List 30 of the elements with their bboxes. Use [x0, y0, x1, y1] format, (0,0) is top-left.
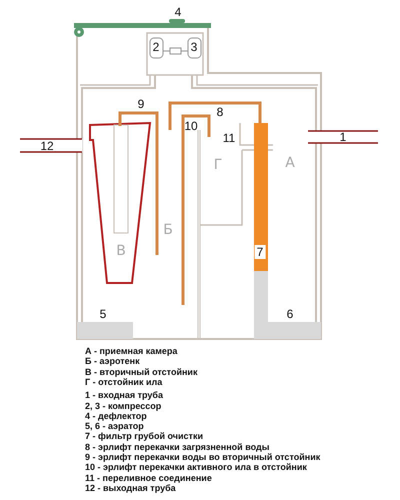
callout-number: 1 [340, 131, 346, 143]
legend-text: 1 - входная труба [85, 391, 163, 400]
legend-text: 10 - эрлифт перекачки активного ила в отстойник [85, 463, 307, 472]
callout-number: 12 [40, 140, 54, 152]
callout-number: 6 [286, 308, 294, 320]
callout-number: 2 [152, 41, 160, 53]
zone-letter: Б [163, 223, 173, 237]
legend-text: Г - отстойник ила [85, 378, 162, 387]
zone-letter: В [116, 244, 126, 258]
legend-text: В - вторичный отстойник [85, 368, 198, 377]
legend-text: 7 - фильтр грубой очистки [85, 432, 203, 442]
legend-text: 2, 3 - компрессор [85, 402, 162, 410]
callout-number: 10 [184, 120, 198, 132]
callout-number: 4 [174, 6, 182, 18]
legend-text: 11 - переливное соединение [85, 474, 212, 483]
legend-text: А - приемная камера [85, 347, 178, 356]
callout-number: 8 [216, 106, 224, 118]
legend-text: 12 - выходная труба [85, 484, 176, 493]
callout-number: 3 [190, 41, 198, 53]
legend-text: 5, 6 - аэратор [85, 422, 144, 432]
callout-number: 7 [254, 245, 266, 259]
callout-number: 5 [100, 308, 106, 320]
legend-text: Б - аэротенк [85, 357, 140, 366]
callout-number: 11 [222, 132, 236, 144]
zone-letter: А [285, 156, 295, 170]
callout-number: 9 [138, 98, 144, 110]
legend-text: 4 - дефлектор [85, 412, 147, 421]
legend-text: 9 - эрлифт перекачки воды во вторичный отстойник [85, 453, 320, 462]
legend-text: 8 - эрлифт перекачки загрязненной воды [85, 442, 270, 452]
zone-letter: Г [214, 158, 222, 172]
